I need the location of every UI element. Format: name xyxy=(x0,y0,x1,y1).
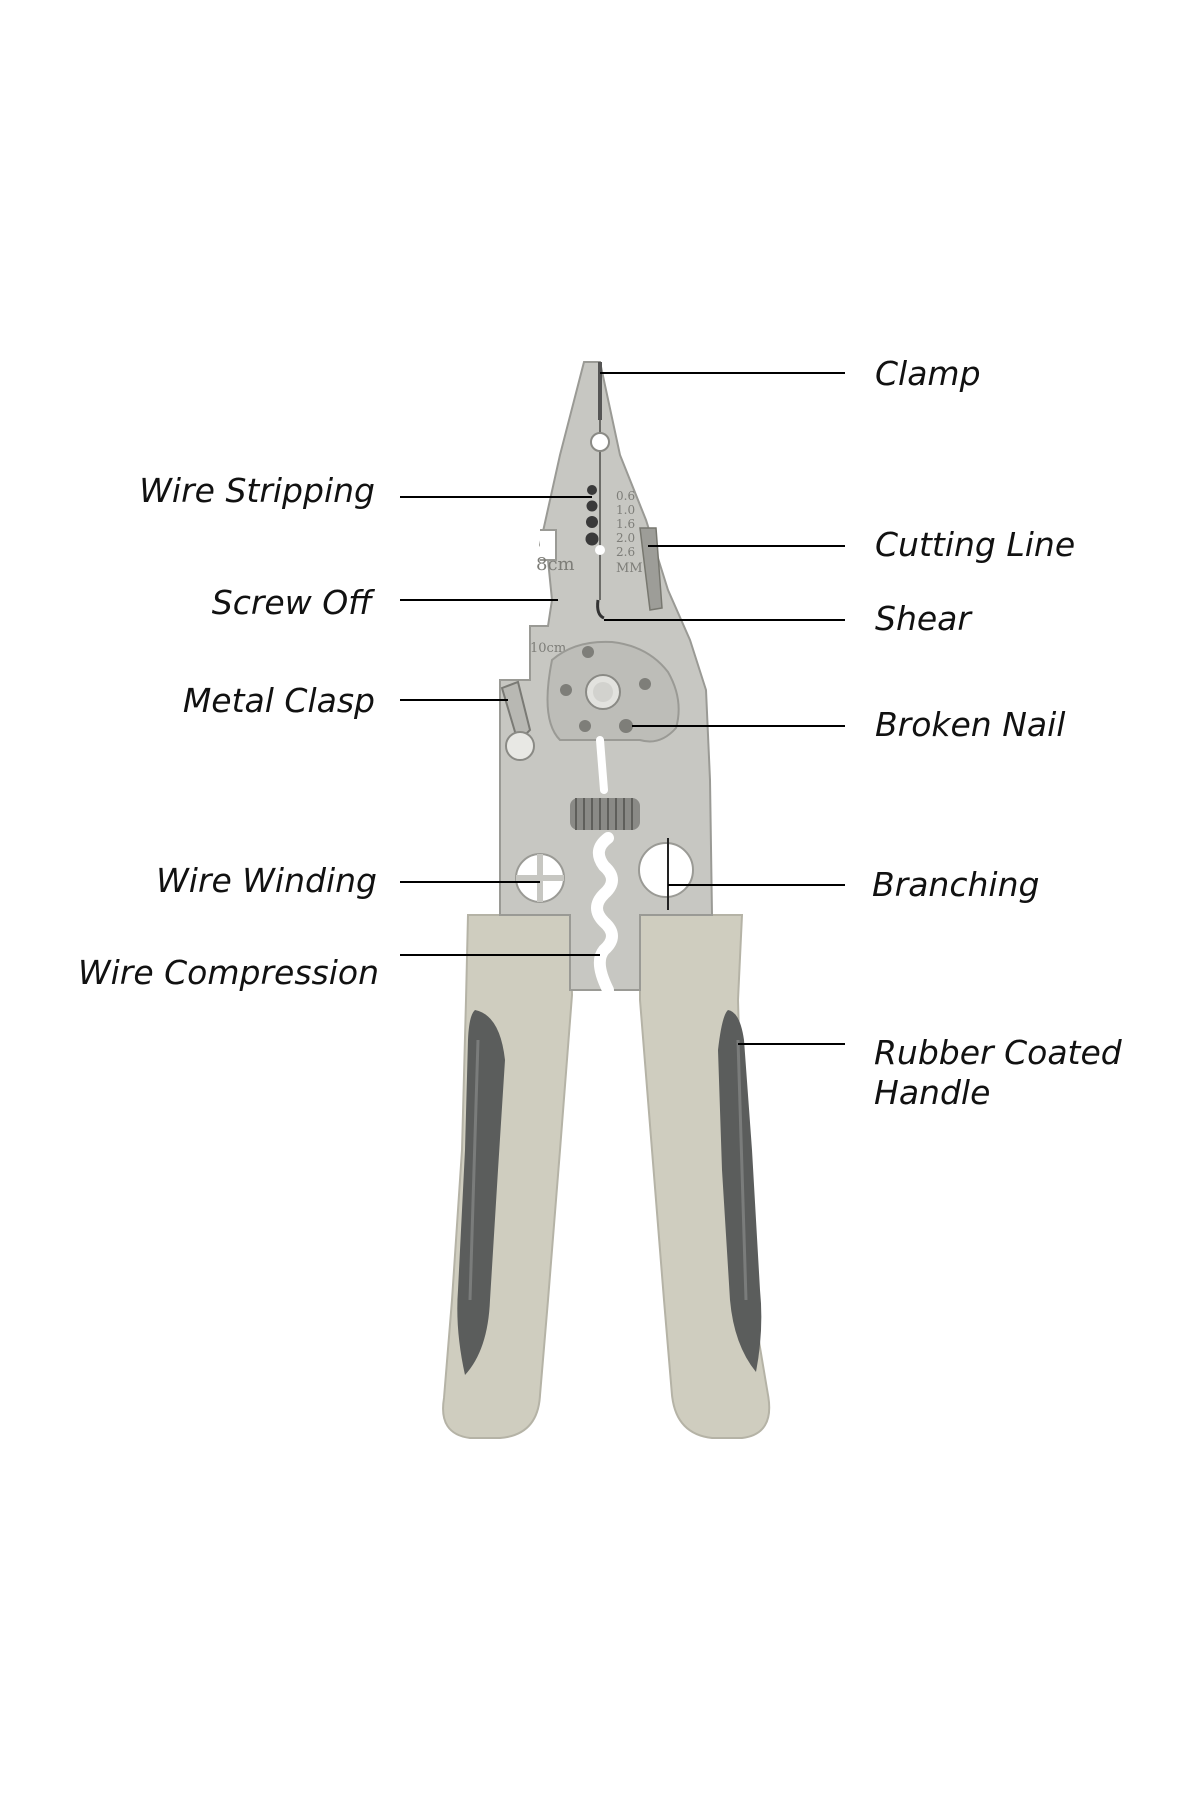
stripping-notches xyxy=(585,485,599,546)
right-grip xyxy=(718,1010,762,1372)
label-wire-winding: Wire Winding xyxy=(156,861,377,900)
label-wire-compression: Wire Compression xyxy=(78,953,379,992)
label-rubber-coated-handle-line1: Rubber Coated xyxy=(874,1033,1123,1072)
metal-clasp xyxy=(500,680,535,761)
gauge-markings: 0.6 1.0 1.6 2.0 2.6 MM xyxy=(616,489,643,576)
label-rubber-coated-handle-line2: Handle xyxy=(874,1073,990,1112)
crimp-slot xyxy=(591,832,618,996)
callout-labels: Clamp Wire Stripping Cutting Line Screw … xyxy=(78,354,1123,1112)
gauge-value-1: 0.6 xyxy=(616,489,635,503)
spring xyxy=(570,798,640,830)
marking-10cm: 10cm xyxy=(530,641,566,656)
wire-winding-hole xyxy=(515,853,565,903)
label-cutting-line: Cutting Line xyxy=(875,525,1075,564)
label-screw-off: Screw Off xyxy=(212,583,375,622)
pivot-assembly xyxy=(546,640,680,743)
label-metal-clasp: Metal Clasp xyxy=(183,681,375,720)
marking-8cm: 8cm xyxy=(536,554,575,575)
gauge-unit: MM xyxy=(616,561,643,576)
leader-lines xyxy=(400,372,845,1045)
plier-illustration: 0.6 1.0 1.6 2.0 2.6 MM 8cm 10cm xyxy=(442,361,771,1439)
label-broken-nail: Broken Nail xyxy=(875,705,1065,744)
label-clamp: Clamp xyxy=(875,354,981,393)
gauge-value-4: 2.0 xyxy=(616,531,635,545)
branching-hole xyxy=(638,838,694,910)
gauge-value-3: 1.6 xyxy=(616,517,635,531)
label-branching: Branching xyxy=(872,865,1039,904)
label-wire-stripping: Wire Stripping xyxy=(139,471,375,510)
cutting-blade xyxy=(639,527,663,611)
gauge-value-5: 2.6 xyxy=(616,545,635,559)
gauge-value-2: 1.0 xyxy=(616,503,635,517)
label-shear: Shear xyxy=(875,599,973,638)
